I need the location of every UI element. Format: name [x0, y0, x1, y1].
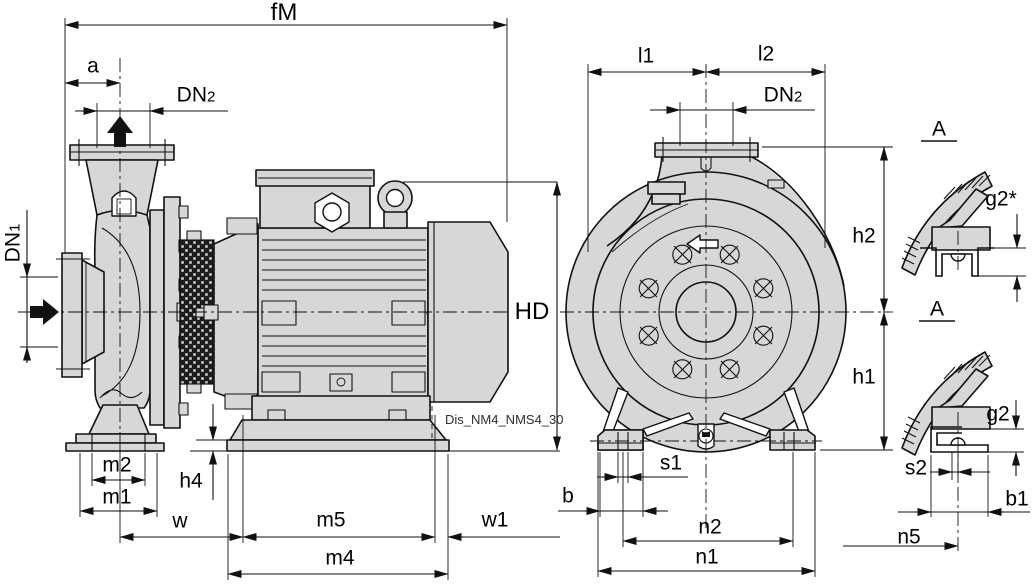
motor-fins — [262, 239, 426, 367]
pump-foot-side — [88, 404, 150, 435]
dim-label-m5: m5 — [316, 508, 346, 532]
dim-label-g2-star: g2* — [985, 187, 1017, 211]
flow-arrow-suction-icon — [30, 299, 59, 325]
detail-a-bottom-label: A — [929, 297, 945, 321]
casing-rear-flange — [149, 209, 165, 426]
dim-label-h2: h2 — [852, 224, 876, 248]
foot-block-top — [931, 226, 991, 251]
dim-label-w: w — [172, 509, 188, 533]
boss-right — [767, 179, 785, 189]
dim-label-dn2-front: DN2 — [763, 83, 803, 107]
dim-label-m2: m2 — [102, 453, 132, 477]
foot-block-bottom — [931, 406, 991, 430]
detail-a-bottom — [901, 351, 993, 552]
gauge-boss-left — [647, 181, 686, 195]
base-pad — [226, 439, 450, 452]
suction-flange — [61, 252, 83, 378]
dim-label-fM: fM — [270, 0, 298, 26]
dim-label-n2: n2 — [698, 515, 722, 539]
dim-label-l1: l1 — [637, 44, 655, 68]
front-feet — [590, 387, 822, 451]
dim-label-m4: m4 — [325, 546, 355, 570]
dim-label-h4: h4 — [179, 469, 203, 493]
detail-a-top — [901, 171, 994, 277]
dim-label-dn2-side: DN2 — [176, 83, 216, 107]
drain-plug — [697, 423, 715, 450]
dim-label-s1: s1 — [659, 451, 683, 475]
saddle-bracket — [920, 247, 994, 277]
side-view — [18, 58, 509, 452]
motor-tie-bracket-left — [261, 300, 297, 326]
dim-label-w1: w1 — [481, 508, 509, 532]
dim-label-l2: l2 — [757, 42, 775, 66]
dim-label-s2: s2 — [904, 456, 928, 480]
dim-label-a: a — [87, 54, 99, 78]
dimension-lines — [20, 18, 1030, 580]
dim-label-hd: HD — [514, 298, 550, 325]
detail-a-top-label: A — [931, 117, 947, 141]
dim-label-b1: b1 — [1005, 487, 1029, 511]
dim-label-n5: n5 — [897, 525, 921, 549]
casing-bolts — [638, 244, 774, 380]
dim-label-g2: g2 — [986, 402, 1010, 426]
priming-plug — [111, 190, 137, 217]
dim-label-dn1: DN1 — [1, 223, 25, 263]
base-pedestal — [229, 419, 447, 441]
dim-label-n1: n1 — [695, 545, 719, 569]
motor-tie-bracket-right — [391, 300, 426, 326]
drawing-code: Dis_NM4_NMS4_30 — [445, 412, 564, 427]
flow-arrow-discharge-icon — [107, 116, 133, 147]
dim-label-h1: h1 — [852, 365, 876, 389]
lifting-eyebolt — [377, 180, 413, 229]
lantern-adapter — [213, 223, 259, 409]
dim-label-m1: m1 — [102, 485, 132, 509]
front-view — [560, 64, 893, 528]
channel-bracket — [930, 426, 989, 453]
discharge-flange-side — [69, 144, 175, 161]
dim-label-b: b — [562, 484, 574, 508]
rotation-arrow-icon — [686, 234, 719, 254]
